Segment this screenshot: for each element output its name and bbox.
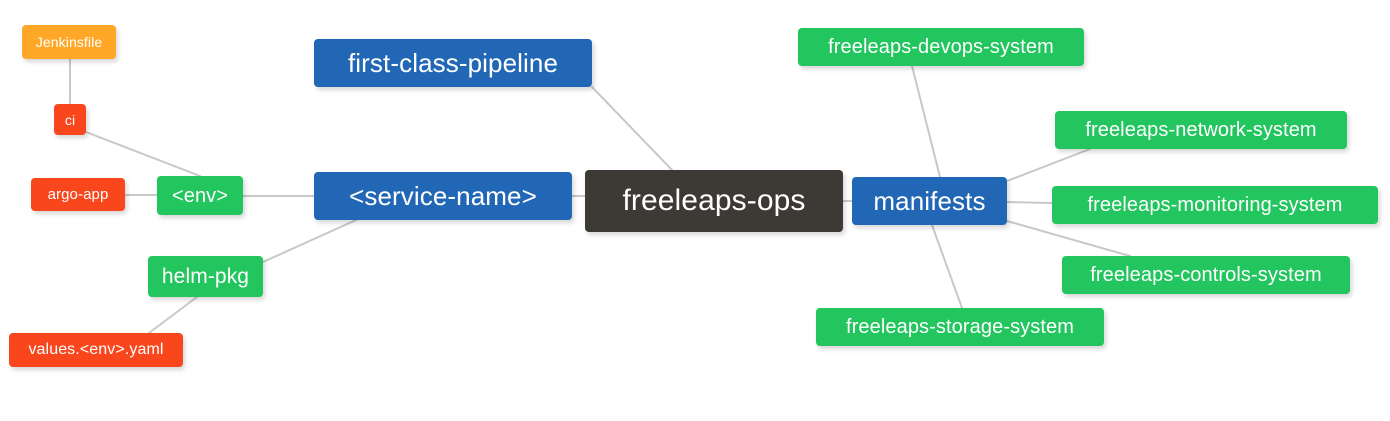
node-label-freeleaps-network-system: freeleaps-network-system	[1085, 119, 1317, 141]
edge-e-manifests-devops	[911, 65, 941, 178]
node-argo-app[interactable]: argo-app	[31, 178, 125, 211]
node-label-freeleaps-controls-system: freeleaps-controls-system	[1090, 264, 1322, 286]
node-freeleaps-storage-system[interactable]: freeleaps-storage-system	[816, 308, 1104, 346]
node-label-freeleaps-storage-system: freeleaps-storage-system	[845, 316, 1075, 338]
node-manifests[interactable]: manifests	[852, 177, 1007, 225]
node-freeleaps-devops-system[interactable]: freeleaps-devops-system	[798, 28, 1084, 66]
node-label-first-class-pipeline: first-class-pipeline	[347, 48, 559, 78]
edge-e-pipeline-ops	[591, 86, 673, 171]
node-label-manifests: manifests	[873, 186, 986, 216]
node-freeleaps-controls-system[interactable]: freeleaps-controls-system	[1062, 256, 1350, 294]
node-label-freeleaps-monitoring-system: freeleaps-monitoring-system	[1087, 194, 1343, 216]
edge-e-manifests-monitoring	[1006, 201, 1053, 204]
node-label-jenkinsfile: Jenkinsfile	[35, 34, 103, 50]
node-first-class-pipeline[interactable]: first-class-pipeline	[314, 39, 592, 87]
node-label-freeleaps-ops: freeleaps-ops	[622, 184, 806, 217]
node-freeleaps-monitoring-system[interactable]: freeleaps-monitoring-system	[1052, 186, 1378, 224]
edge-e-helmpkg-servicename	[262, 219, 357, 263]
edge-e-manifests-controls	[1006, 220, 1131, 257]
node-ci[interactable]: ci	[54, 104, 86, 135]
node-label-values-yaml: values.<env>.yaml	[28, 341, 164, 358]
node-freeleaps-network-system[interactable]: freeleaps-network-system	[1055, 111, 1347, 149]
node-env[interactable]: <env>	[157, 176, 243, 215]
node-helm-pkg[interactable]: helm-pkg	[148, 256, 263, 297]
node-label-helm-pkg: helm-pkg	[161, 265, 250, 288]
node-label-env: <env>	[171, 184, 229, 207]
node-label-freeleaps-devops-system: freeleaps-devops-system	[828, 36, 1054, 58]
node-service-name[interactable]: <service-name>	[314, 172, 572, 220]
edge-e-manifests-network	[1006, 148, 1091, 182]
node-freeleaps-ops[interactable]: freeleaps-ops	[585, 170, 843, 232]
edge-e-ci-env	[85, 131, 201, 177]
edge-e-manifests-storage	[931, 224, 963, 309]
node-label-ci: ci	[64, 111, 76, 128]
node-values-yaml[interactable]: values.<env>.yaml	[9, 333, 183, 367]
node-label-service-name: <service-name>	[349, 181, 537, 211]
node-jenkinsfile[interactable]: Jenkinsfile	[22, 25, 116, 59]
edge-e-valuesyaml-helmpkg	[148, 296, 198, 334]
node-label-argo-app: argo-app	[47, 186, 109, 203]
